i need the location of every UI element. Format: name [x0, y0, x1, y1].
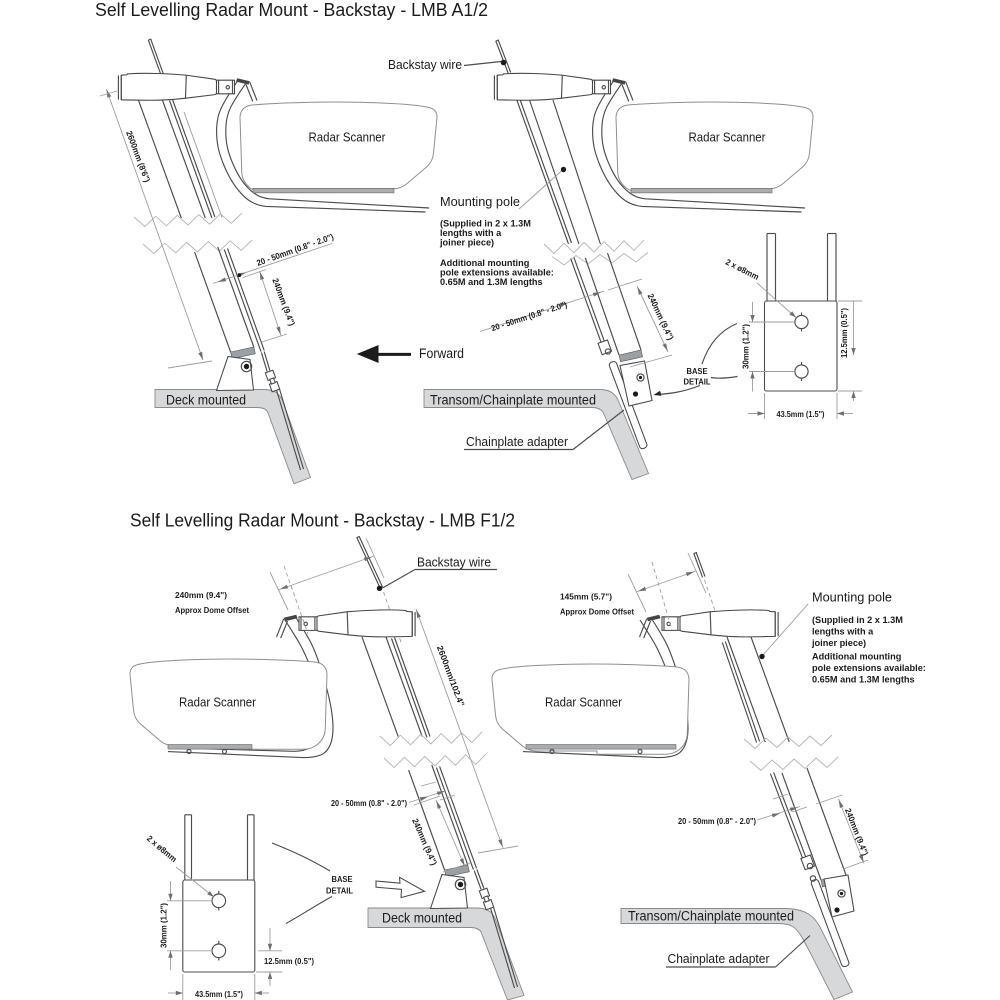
svg-text:Radar Scanner: Radar Scanner: [545, 695, 623, 710]
svg-text:43.5mm (1.5"): 43.5mm (1.5"): [195, 989, 243, 999]
svg-text:pole extensions available:: pole extensions available:: [812, 663, 926, 673]
svg-text:0.65M and 1.3M lengths: 0.65M and 1.3M lengths: [440, 277, 543, 287]
svg-text:Chainplate adapter: Chainplate adapter: [466, 434, 569, 449]
svg-text:12.5mm (0.5"): 12.5mm (0.5"): [264, 956, 314, 966]
svg-text:Transom/Chainplate mounted: Transom/Chainplate mounted: [628, 909, 794, 924]
svg-text:Self Levelling Radar Mount - B: Self Levelling Radar Mount - Backstay - …: [95, 0, 488, 20]
svg-text:Deck mounted: Deck mounted: [382, 910, 462, 926]
svg-text:Radar Scanner: Radar Scanner: [689, 130, 767, 145]
svg-text:Additional mounting: Additional mounting: [440, 258, 529, 268]
svg-text:DETAIL: DETAIL: [326, 887, 353, 896]
svg-text:Mounting pole: Mounting pole: [812, 590, 892, 605]
svg-text:Approx Dome Offset: Approx Dome Offset: [560, 607, 634, 617]
svg-text:lengths with a: lengths with a: [812, 627, 874, 637]
svg-text:20 - 50mm (0.8" - 2.0"): 20 - 50mm (0.8" - 2.0"): [331, 798, 407, 808]
svg-text:(Supplied in 2 x 1.3M: (Supplied in 2 x 1.3M: [440, 219, 531, 229]
svg-text:(Supplied in 2 x 1.3M: (Supplied in 2 x 1.3M: [812, 615, 903, 625]
svg-text:Approx Dome Offset: Approx Dome Offset: [175, 605, 249, 615]
svg-text:pole extensions available:: pole extensions available:: [440, 268, 554, 278]
svg-text:0.65M and 1.3M lengths: 0.65M and 1.3M lengths: [812, 675, 915, 685]
svg-text:Additional mounting: Additional mounting: [812, 652, 901, 662]
svg-text:30mm (1.2"): 30mm (1.2"): [741, 324, 751, 369]
svg-text:20 - 50mm (0.8" - 2.0"): 20 - 50mm (0.8" - 2.0"): [678, 816, 756, 826]
svg-text:Mounting pole: Mounting pole: [440, 194, 520, 209]
svg-text:Deck mounted: Deck mounted: [166, 393, 246, 408]
svg-text:Radar Scanner: Radar Scanner: [309, 130, 387, 145]
svg-text:lengths with a: lengths with a: [440, 228, 502, 238]
svg-text:Transom/Chainplate mounted: Transom/Chainplate mounted: [430, 393, 596, 408]
svg-text:43.5mm (1.5"): 43.5mm (1.5"): [777, 409, 825, 419]
svg-text:Self Levelling Radar Mount - B: Self Levelling Radar Mount - Backstay - …: [130, 511, 515, 531]
svg-text:12.5mm (0.5"): 12.5mm (0.5"): [839, 308, 849, 358]
svg-text:145mm (5.7"): 145mm (5.7"): [560, 592, 612, 602]
svg-text:Forward: Forward: [419, 346, 464, 361]
svg-text:DETAIL: DETAIL: [684, 378, 711, 387]
svg-text:Chainplate adapter: Chainplate adapter: [668, 951, 771, 966]
svg-text:30mm (1.2"): 30mm (1.2"): [159, 903, 169, 948]
svg-text:BASE: BASE: [687, 367, 708, 376]
svg-text:joiner piece): joiner piece): [811, 638, 866, 648]
svg-text:joiner piece): joiner piece): [439, 238, 494, 248]
svg-text:BASE: BASE: [332, 875, 353, 884]
svg-text:Radar Scanner: Radar Scanner: [179, 695, 257, 710]
svg-text:Backstay wire: Backstay wire: [388, 58, 462, 72]
svg-text:Backstay wire: Backstay wire: [417, 556, 491, 570]
svg-text:240mm (9.4"): 240mm (9.4"): [175, 590, 227, 600]
